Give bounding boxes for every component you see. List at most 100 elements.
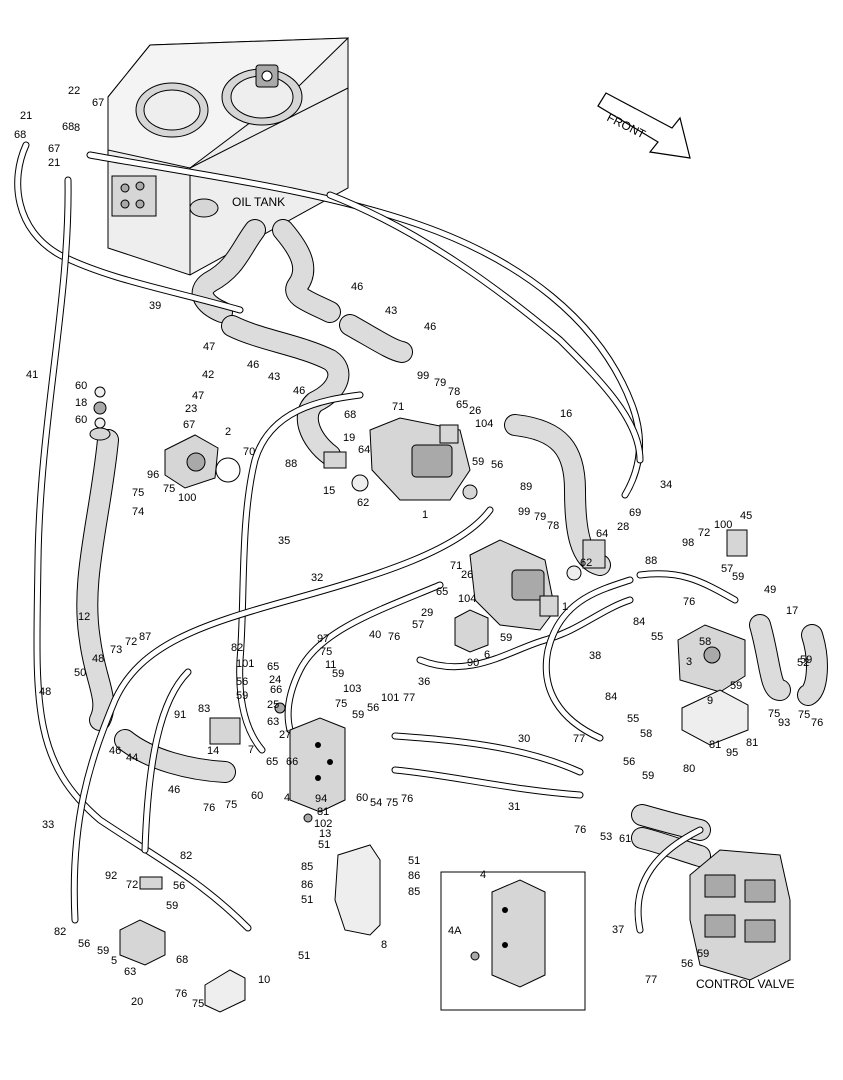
part-callout: 35 (278, 535, 290, 547)
part-callout: 32 (311, 572, 323, 584)
part-callout: 44 (126, 752, 138, 764)
part-callout: 78 (547, 520, 559, 532)
part-callout: 17 (786, 605, 798, 617)
part-callout: 43 (268, 371, 280, 383)
part-callout: 76 (574, 824, 586, 836)
part-callout: 50 (74, 667, 86, 679)
part-callout: 66 (286, 756, 298, 768)
part-callout: 82 (180, 850, 192, 862)
part-callout: 59 (732, 571, 744, 583)
part-callout: 53 (600, 831, 612, 843)
part-callout: 6 (484, 649, 490, 661)
part-callout: 43 (385, 305, 397, 317)
part-callout: 77 (645, 974, 657, 986)
part-callout: 39 (149, 300, 161, 312)
control-valve-label: CONTROL VALVE (696, 977, 794, 991)
part-callout: 8 (74, 122, 80, 134)
part-callout: 33 (42, 819, 54, 831)
part-callout: 77 (403, 692, 415, 704)
part-callout: 28 (617, 521, 629, 533)
part-callout: 85 (301, 861, 313, 873)
part-callout: 62 (580, 557, 592, 569)
part-callout: 46 (424, 321, 436, 333)
detail-box-4 (440, 871, 586, 1011)
part-callout: 31 (508, 801, 520, 813)
part-callout: 29 (421, 607, 433, 619)
part-callout: 68 (176, 954, 188, 966)
part-callout: 59 (642, 770, 654, 782)
part-callout: 79 (434, 377, 446, 389)
part-callout: 65 (456, 399, 468, 411)
part-callout: 93 (778, 717, 790, 729)
part-callout: 68 (344, 409, 356, 421)
part-callout: 46 (168, 784, 180, 796)
part-callout: 58 (699, 636, 711, 648)
part-callout: 23 (185, 403, 197, 415)
part-callout: 16 (560, 408, 572, 420)
suction-tubes (76, 219, 828, 867)
part-callout: 38 (589, 650, 601, 662)
part-callout: 9 (707, 695, 713, 707)
part-callout: 76 (683, 596, 695, 608)
part-callout: 80 (683, 763, 695, 775)
part-callout: 20 (131, 996, 143, 1008)
bracket-8 (334, 844, 381, 936)
part-callout: 3 (686, 656, 692, 668)
part-callout: 59 (472, 456, 484, 468)
part-callout: 75 (335, 698, 347, 710)
part-callout: 58 (640, 728, 652, 740)
part-callout: 67 (183, 419, 195, 431)
part-callout: 49 (764, 584, 776, 596)
part-callout: 45 (740, 510, 752, 522)
part-callout: 55 (627, 713, 639, 725)
part-callout: 55 (651, 631, 663, 643)
front-arrow-icon: FRONT (597, 92, 691, 159)
part-callout: 96 (147, 469, 159, 481)
part-callout: 71 (392, 401, 404, 413)
part-callout: 52 (797, 657, 809, 669)
part-callout: 75 (798, 709, 810, 721)
part-callout: 90 (467, 657, 479, 669)
part-callout: 59 (97, 945, 109, 957)
part-callout: 47 (203, 341, 215, 353)
part-callout: 4 (284, 792, 290, 804)
part-callout: 68 (14, 129, 26, 141)
part-callout: 60 (251, 790, 263, 802)
part-callout: 68 (62, 121, 74, 133)
part-callout: 12 (78, 611, 90, 623)
part-callout: 59 (166, 900, 178, 912)
part-callout: 78 (448, 386, 460, 398)
part-callout: 81 (317, 806, 329, 818)
part-callout: 94 (315, 793, 327, 805)
detail-4a-label: 4A (448, 925, 462, 937)
part-callout: 34 (660, 479, 672, 491)
part-callout: 75 (386, 797, 398, 809)
part-callout: 59 (332, 668, 344, 680)
part-callout: 46 (351, 281, 363, 293)
part-callout: 51 (298, 950, 310, 962)
part-callout: 60 (75, 414, 87, 426)
part-callout: 81 (709, 739, 721, 751)
part-callout: 75 (768, 708, 780, 720)
part-callout: 27 (279, 729, 291, 741)
part-callout: 18 (75, 397, 87, 409)
part-callout: 97 (317, 633, 329, 645)
part-callout: 26 (461, 569, 473, 581)
part-callout: 22 (68, 85, 80, 97)
part-callout: 19 (343, 432, 355, 444)
part-callout: 59 (730, 680, 742, 692)
part-callout: 84 (605, 691, 617, 703)
part-callout: 36 (418, 676, 430, 688)
part-callout: 95 (726, 747, 738, 759)
part-callout: 62 (357, 497, 369, 509)
part-callout: 82 (231, 642, 243, 654)
main-pump-lower (469, 539, 559, 631)
oil-tank-label: OIL TANK (232, 195, 285, 209)
part-callout: 26 (469, 405, 481, 417)
part-callout: 76 (401, 793, 413, 805)
part-callout: 56 (623, 756, 635, 768)
part-callout: 11 (325, 659, 336, 671)
